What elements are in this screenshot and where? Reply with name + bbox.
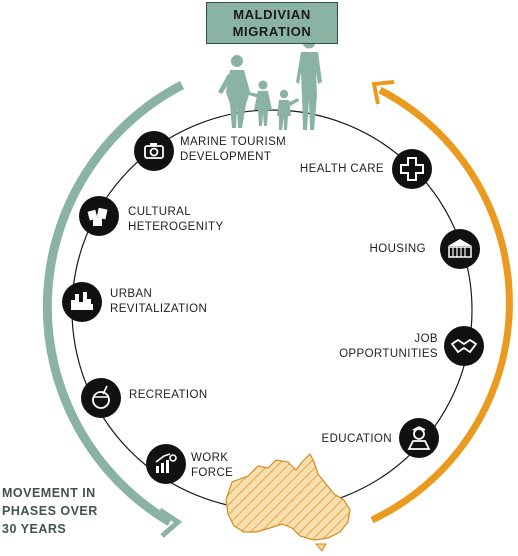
label-line: JOB [414, 333, 438, 345]
family-icon [218, 35, 322, 130]
label-line: CULTURAL [128, 206, 192, 218]
label-marine-tourism: MARINE TOURISM DEVELOPMENT [180, 135, 286, 165]
label-housing: HOUSING [370, 242, 426, 257]
label-recreation: RECREATION [129, 388, 208, 403]
green-arrowhead [158, 507, 183, 538]
building-icon [440, 229, 480, 269]
note-line: 30 YEARS [2, 522, 67, 536]
camera-icon [134, 131, 174, 171]
green-arc-arrow [42, 81, 185, 526]
people-group-icon [79, 196, 119, 236]
label-line: URBAN [110, 288, 153, 300]
handshake-icon [444, 326, 484, 366]
title-box: MALDIVIAN MIGRATION [206, 2, 338, 44]
tasmania [314, 543, 327, 552]
label-line: HETEROGENITY [128, 221, 224, 233]
label-job-opportunities: JOB OPPORTUNITIES [339, 332, 438, 362]
label-line: RECREATION [129, 389, 208, 401]
label-line: DEVELOPMENT [180, 151, 272, 163]
label-line: MARINE TOURISM [180, 136, 287, 148]
label-line: HEALTH CARE [299, 163, 384, 175]
medical-cross-icon [392, 149, 432, 189]
label-line: OPPORTUNITIES [339, 348, 438, 360]
label-cultural: CULTURAL HETEROGENITY [128, 205, 224, 235]
growth-chart-icon [146, 444, 186, 484]
label-health-care: HEALTH CARE [300, 162, 384, 177]
label-line: FORCE [191, 467, 234, 479]
label-line: EDUCATION [321, 433, 392, 445]
label-urban: URBAN REVITALIZATION [110, 287, 207, 317]
orange-arc-arrow [370, 86, 513, 524]
note-line: PHASES OVER [2, 504, 98, 518]
note-line: MOVEMENT IN [2, 486, 96, 500]
label-line: HOUSING [369, 243, 426, 255]
student-icon [399, 418, 439, 458]
label-education: EDUCATION [322, 432, 392, 447]
label-line: REVITALIZATION [110, 303, 208, 315]
label-work-force: WORK FORCE [191, 451, 233, 481]
movement-note: MOVEMENT IN PHASES OVER 30 YEARS [2, 484, 98, 538]
australia-map [225, 452, 351, 552]
coconut-drink-icon [81, 378, 121, 418]
label-line: WORK [191, 452, 229, 464]
city-skyline-icon [62, 282, 102, 322]
orange-arrowhead [371, 80, 395, 105]
title-line-1: MALDIVIAN [233, 7, 311, 22]
title-line-2: MIGRATION [232, 24, 312, 39]
